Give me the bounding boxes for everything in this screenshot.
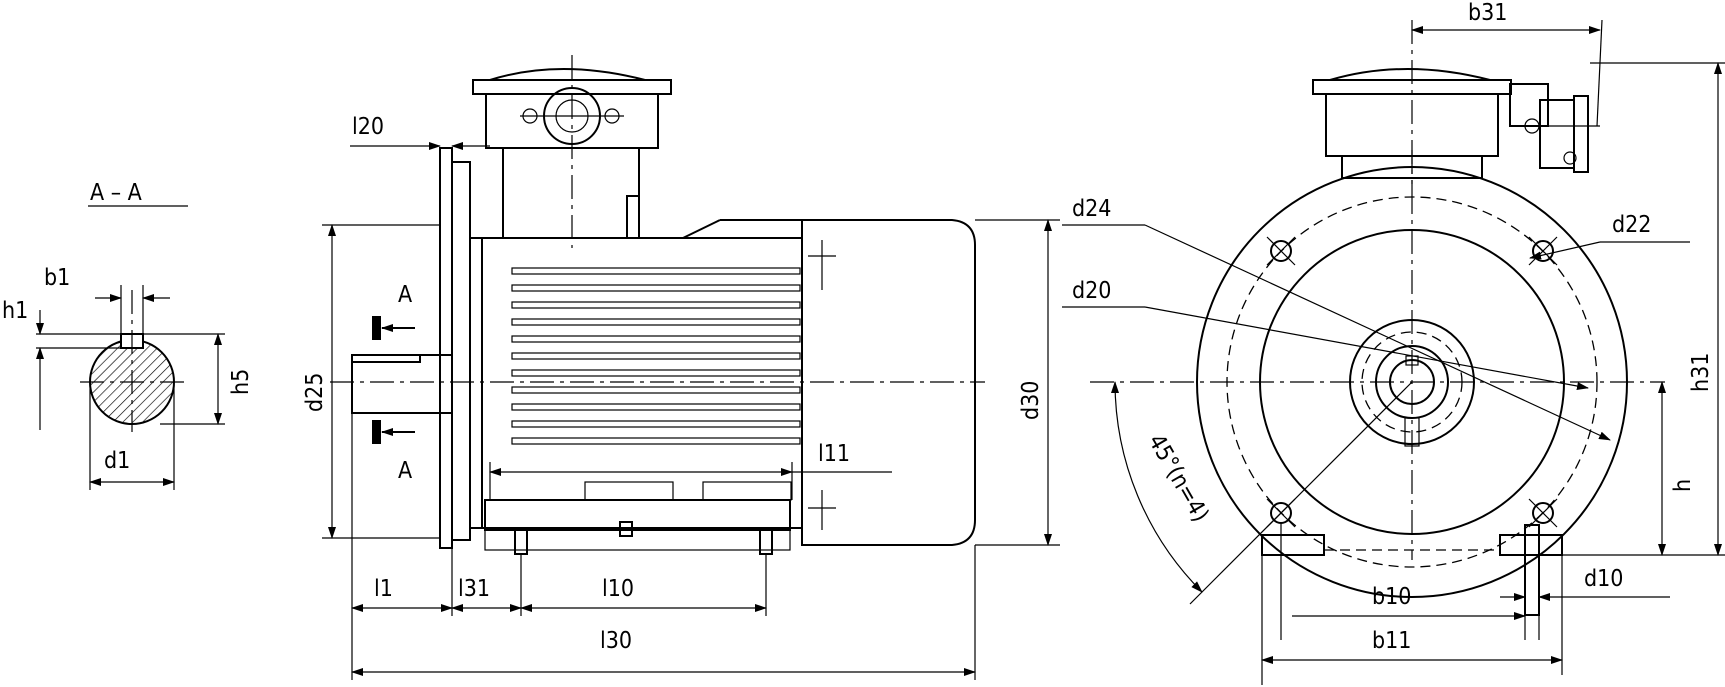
label-d30: d30	[1018, 381, 1044, 420]
flange-plate	[439, 147, 453, 549]
motor-front-view: d24 d20 d22 b31 h31 h 45°(n=4) b10	[1062, 0, 1725, 685]
terminal-box-lid	[489, 68, 646, 81]
cooling-fins	[511, 267, 801, 445]
label-h5: h5	[228, 369, 254, 395]
label-b1: b1	[44, 265, 70, 291]
label-angle: 45°(n=4)	[1143, 430, 1214, 527]
section-arrow-label-bottom: A	[398, 458, 412, 484]
label-h: h	[1670, 479, 1696, 492]
section-title: A – A	[90, 180, 142, 206]
label-b31: b31	[1468, 0, 1507, 26]
label-l11: l11	[818, 441, 850, 467]
foot-left	[1261, 534, 1325, 556]
section-arrow-label-top: A	[398, 282, 412, 308]
label-d20: d20	[1072, 278, 1111, 304]
label-b10: b10	[1372, 584, 1411, 610]
label-h1: h1	[2, 298, 28, 324]
label-h31: h31	[1688, 353, 1714, 392]
motor-body-side	[481, 237, 803, 529]
label-b11: b11	[1372, 628, 1411, 654]
label-l1: l1	[374, 576, 393, 602]
label-d1: d1	[104, 448, 130, 474]
shaft-section-view: A – A b1 h1 h5 d1	[2, 180, 254, 490]
label-d24: d24	[1072, 196, 1111, 222]
motor-side-view: A A l20 d25 d30 l11 l1 l31 l10	[302, 55, 1060, 680]
foot-right	[1499, 534, 1563, 556]
label-l10: l10	[602, 576, 634, 602]
label-l30: l30	[600, 628, 632, 654]
fan-cover	[801, 219, 976, 546]
label-d10: d10	[1584, 566, 1623, 592]
label-l20: l20	[352, 114, 384, 140]
label-l31: l31	[458, 576, 490, 602]
shaft-side	[351, 354, 453, 414]
terminal-box-lid-front	[1329, 68, 1491, 81]
mounting-feet	[484, 499, 791, 531]
label-d22: d22	[1612, 212, 1651, 238]
label-d25: d25	[302, 373, 328, 412]
